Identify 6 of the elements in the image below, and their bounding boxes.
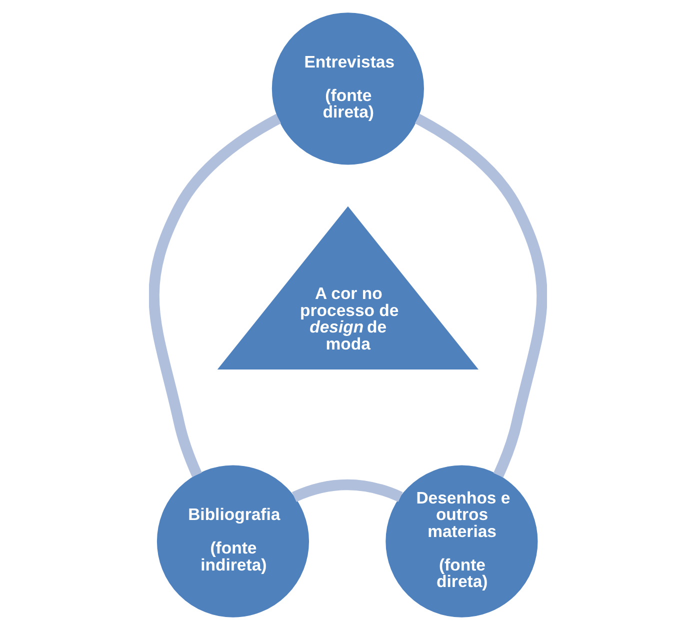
- connector: [292, 479, 402, 502]
- connector: [148, 114, 281, 478]
- connector: [414, 114, 546, 478]
- node-circle: Entrevistas (fonte direta): [271, 12, 424, 165]
- node-circle: Bibliografia (fonte indireta): [156, 465, 309, 618]
- node-circle: Desenhos e outros materias (fonte direta): [385, 465, 538, 618]
